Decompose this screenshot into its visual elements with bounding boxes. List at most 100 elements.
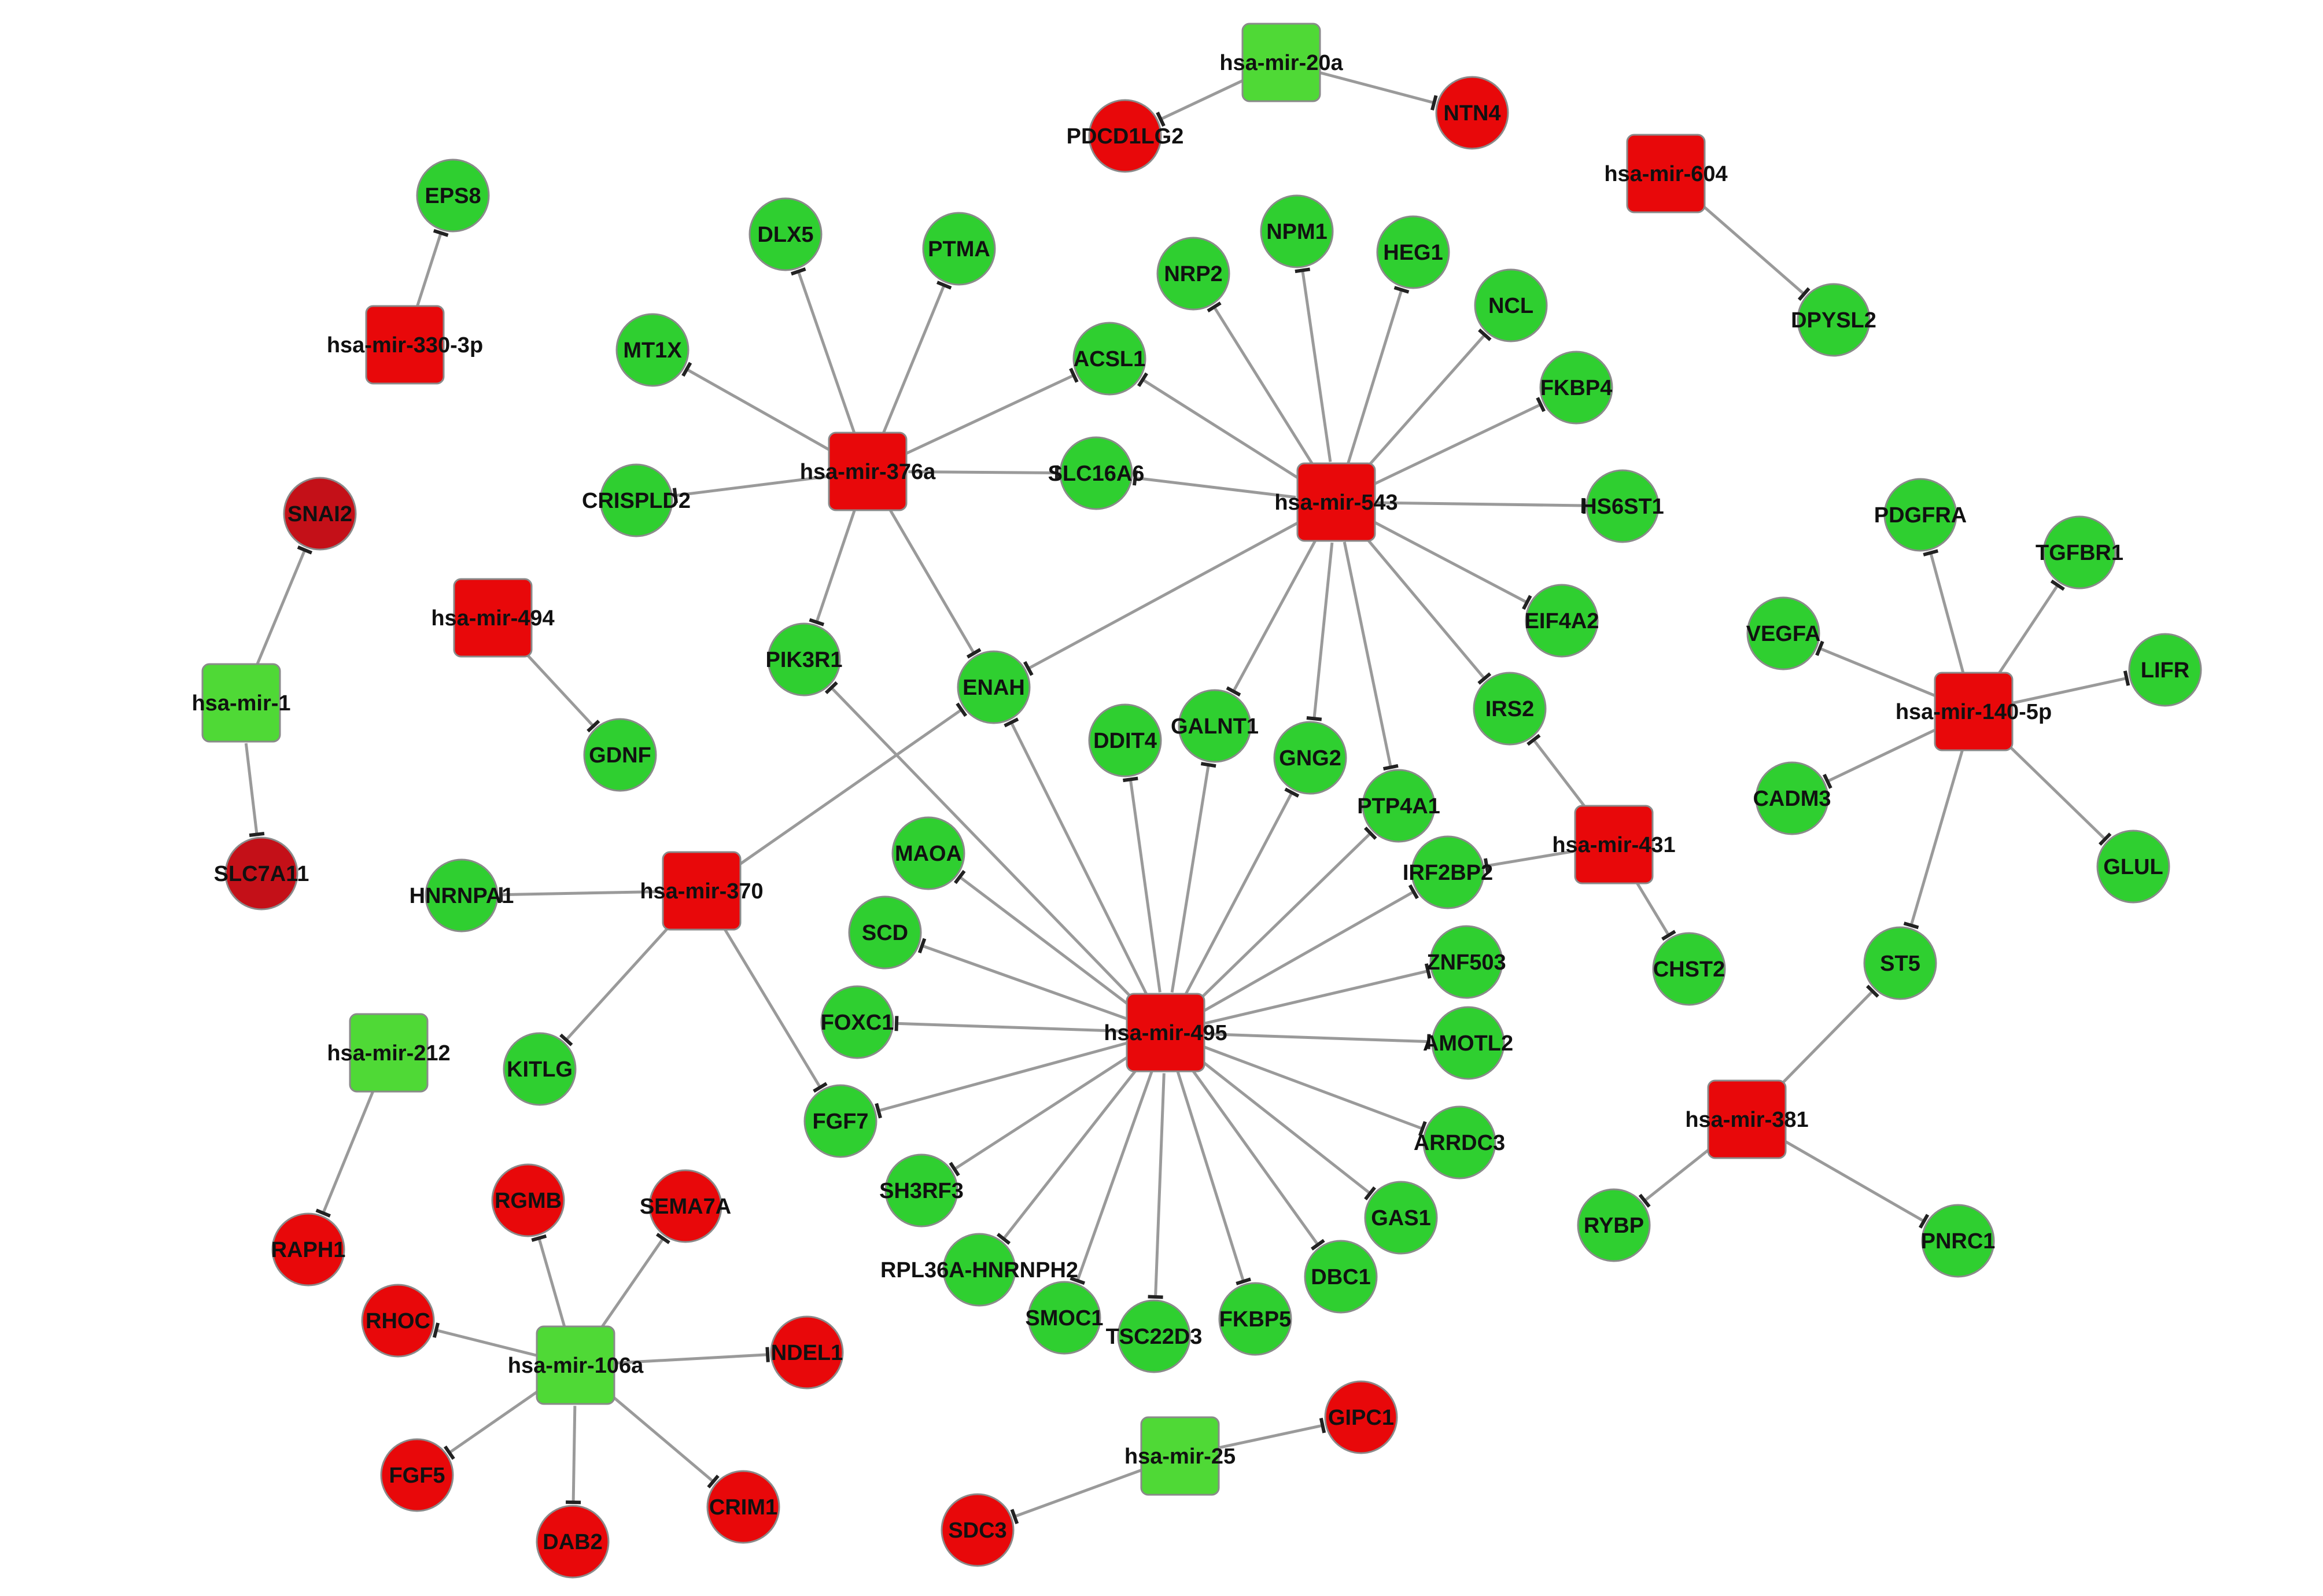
gene-node-sh3rf3[interactable]: SH3RF3 — [879, 1153, 964, 1228]
node-label: hsa-mir-431 — [1552, 833, 1675, 857]
gene-node-hs6st1[interactable]: HS6ST1 — [1581, 469, 1664, 543]
gene-node-dbc1[interactable]: DBC1 — [1304, 1240, 1378, 1314]
gene-node-dpysl2[interactable]: DPYSL2 — [1791, 283, 1876, 357]
gene-node-ddit4[interactable]: DDIT4 — [1088, 703, 1162, 777]
edge-line — [1994, 584, 2059, 679]
mirna-node-hsa-mir-25[interactable]: hsa-mir-25 — [1124, 1416, 1236, 1496]
gene-node-maoa[interactable]: MAOA — [891, 816, 965, 890]
gene-node-snai2[interactable]: SNAI2 — [283, 477, 357, 551]
gene-node-heg1[interactable]: HEG1 — [1376, 215, 1450, 289]
mirna-square — [662, 851, 742, 931]
gene-node-eif4a2[interactable]: EIF4A2 — [1525, 584, 1599, 658]
gene-node-fkbp4[interactable]: FKBP4 — [1539, 351, 1613, 425]
mirna-node-hsa-mir-381[interactable]: hsa-mir-381 — [1685, 1079, 1809, 1159]
gene-node-hnrnpa1[interactable]: HNRNPA1 — [410, 858, 514, 932]
gene-node-dlx5[interactable]: DLX5 — [748, 197, 823, 271]
inhibition-bar — [1200, 762, 1216, 768]
gene-node-rpl36a-hnrnph2[interactable]: RPL36A-HNRNPH2 — [880, 1233, 1078, 1307]
edge-line — [1160, 78, 1245, 121]
gene-node-pnrc1[interactable]: PNRC1 — [1921, 1204, 1996, 1278]
gene-node-sdc3[interactable]: SDC3 — [941, 1493, 1015, 1567]
gene-circle — [1863, 926, 1937, 1000]
mirna-node-hsa-mir-106a[interactable]: hsa-mir-106a — [508, 1325, 644, 1405]
mirna-node-hsa-mir-1[interactable]: hsa-mir-1 — [191, 663, 291, 743]
gene-node-dab2[interactable]: DAB2 — [536, 1505, 610, 1579]
gene-node-chst2[interactable]: CHST2 — [1652, 932, 1726, 1006]
mirna-node-hsa-mir-20a[interactable]: hsa-mir-20a — [1219, 23, 1344, 102]
gene-node-ptp4a1[interactable]: PTP4A1 — [1357, 769, 1440, 843]
gene-node-scd[interactable]: SCD — [848, 895, 922, 970]
gene-node-pdcd1lg2[interactable]: PDCD1LG2 — [1067, 99, 1184, 173]
gene-node-crim1[interactable]: CRIM1 — [706, 1470, 780, 1544]
gene-circle — [803, 1084, 877, 1158]
gene-node-gdnf[interactable]: GDNF — [583, 718, 657, 792]
gene-node-nrp2[interactable]: NRP2 — [1156, 237, 1230, 311]
gene-node-amotl2[interactable]: AMOTL2 — [1423, 1006, 1513, 1080]
node-label: NPM1 — [1266, 220, 1328, 244]
gene-node-enah[interactable]: ENAH — [957, 650, 1031, 724]
gene-node-pik3r1[interactable]: PIK3R1 — [765, 622, 843, 696]
gene-node-ncl[interactable]: NCL — [1474, 268, 1548, 342]
gene-circle — [648, 1169, 722, 1243]
gene-node-lifr[interactable]: LIFR — [2128, 633, 2202, 707]
gene-circle — [767, 622, 841, 696]
gene-node-fkbp5[interactable]: FKBP5 — [1218, 1282, 1292, 1356]
gene-node-slc7a11[interactable]: SLC7A11 — [214, 836, 309, 911]
node-label: RGMB — [495, 1189, 562, 1213]
mirna-node-hsa-mir-140-5p[interactable]: hsa-mir-140-5p — [1896, 672, 2052, 751]
node-label: DAB2 — [543, 1530, 602, 1554]
gene-node-slc16a6[interactable]: SLC16A6 — [1048, 436, 1145, 510]
gene-node-gipc1[interactable]: GIPC1 — [1324, 1380, 1398, 1454]
gene-node-rhoc[interactable]: RHOC — [361, 1284, 435, 1358]
gene-node-ptma[interactable]: PTMA — [922, 212, 996, 286]
mirna-node-hsa-mir-495[interactable]: hsa-mir-495 — [1104, 993, 1227, 1072]
gene-node-znf503[interactable]: ZNF503 — [1426, 925, 1506, 999]
edge-line — [1634, 878, 1670, 937]
node-label: SCD — [862, 921, 908, 945]
gene-node-npm1[interactable]: NPM1 — [1260, 194, 1334, 268]
gene-node-irf2bp2[interactable]: IRF2BP2 — [1403, 835, 1493, 909]
gene-node-pdgfra[interactable]: PDGFRA — [1874, 478, 1967, 552]
gene-node-rgmb[interactable]: RGMB — [491, 1163, 565, 1237]
gene-node-arrdc3[interactable]: ARRDC3 — [1414, 1105, 1505, 1180]
gene-node-rybp[interactable]: RYBP — [1577, 1188, 1651, 1262]
gene-node-eps8[interactable]: EPS8 — [416, 159, 490, 233]
gene-node-ndel1[interactable]: NDEL1 — [770, 1315, 844, 1389]
edge-line — [322, 1090, 375, 1214]
gene-node-acsl1[interactable]: ACSL1 — [1072, 322, 1146, 396]
mirna-node-hsa-mir-330-3p[interactable]: hsa-mir-330-3p — [327, 305, 483, 385]
edge-line — [734, 708, 963, 869]
mirna-node-hsa-mir-543[interactable]: hsa-mir-543 — [1274, 462, 1398, 542]
mirna-node-hsa-mir-604[interactable]: hsa-mir-604 — [1604, 134, 1728, 213]
gene-circle — [1156, 237, 1230, 311]
gene-node-tgfbr1[interactable]: TGFBR1 — [2036, 515, 2123, 589]
gene-node-ntn4[interactable]: NTN4 — [1435, 76, 1509, 150]
gene-node-smoc1[interactable]: SMOC1 — [1025, 1281, 1104, 1355]
inhibition-bar — [1010, 1509, 1019, 1524]
gene-node-foxc1[interactable]: FOXC1 — [820, 985, 894, 1059]
gene-node-galnt1[interactable]: GALNT1 — [1171, 689, 1259, 763]
edge-hsa-mir-495-enah — [1004, 717, 1149, 997]
gene-node-st5[interactable]: ST5 — [1863, 926, 1937, 1000]
mirna-node-hsa-mir-376a[interactable]: hsa-mir-376a — [800, 432, 936, 511]
gene-node-cadm3[interactable]: CADM3 — [1753, 761, 1831, 835]
gene-node-crispld2[interactable]: CRISPLD2 — [582, 463, 691, 537]
mirna-node-hsa-mir-370[interactable]: hsa-mir-370 — [640, 851, 764, 931]
gene-node-glul[interactable]: GLUL — [2096, 830, 2170, 904]
mirna-node-hsa-mir-431[interactable]: hsa-mir-431 — [1552, 805, 1676, 884]
gene-node-mt1x[interactable]: MT1X — [615, 313, 689, 387]
mirna-node-hsa-mir-494[interactable]: hsa-mir-494 — [431, 578, 555, 658]
gene-node-vegfa[interactable]: VEGFA — [1746, 596, 1821, 670]
gene-node-kitlg[interactable]: KITLG — [503, 1032, 577, 1106]
gene-node-sema7a[interactable]: SEMA7A — [640, 1169, 731, 1243]
gene-node-raph1[interactable]: RAPH1 — [271, 1212, 346, 1287]
gene-node-tsc22d3[interactable]: TSC22D3 — [1106, 1299, 1203, 1373]
gene-node-fgf5[interactable]: FGF5 — [380, 1438, 454, 1512]
gene-node-gas1[interactable]: GAS1 — [1364, 1181, 1438, 1255]
node-label: DLX5 — [757, 223, 813, 247]
mirna-node-hsa-mir-212[interactable]: hsa-mir-212 — [327, 1013, 451, 1093]
gene-node-gng2[interactable]: GNG2 — [1273, 721, 1347, 795]
gene-node-fgf7[interactable]: FGF7 — [803, 1084, 877, 1158]
edge-hsa-mir-106a-sema7a — [597, 1233, 670, 1333]
gene-node-irs2[interactable]: IRS2 — [1473, 672, 1547, 746]
